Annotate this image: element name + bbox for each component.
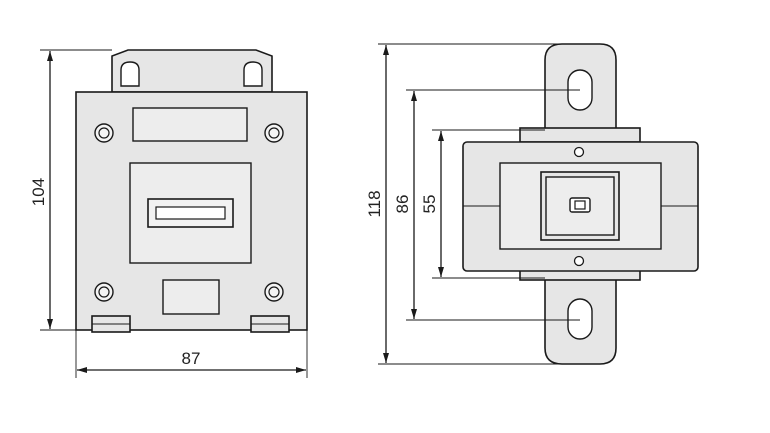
dimension-label-55: 55 [420, 195, 439, 214]
front-view: 104 87 [29, 49, 308, 378]
label-plate [132, 107, 248, 142]
center-hole [569, 197, 591, 213]
dimension-104: 104 [29, 49, 112, 331]
lower-slot [567, 298, 593, 340]
hole-icon [573, 255, 585, 267]
dimension-86: 86 [393, 89, 580, 321]
dimension-label-104: 104 [29, 178, 48, 206]
bottom-clip-right [250, 315, 290, 333]
dimension-label-86: 86 [393, 195, 412, 214]
screw-icon [264, 282, 284, 302]
dimension-55: 55 [420, 129, 545, 279]
bottom-clip-left [91, 315, 131, 333]
screw-icon [94, 282, 114, 302]
dimension-118: 118 [365, 43, 580, 365]
dimension-label-118: 118 [365, 190, 384, 217]
screw-icon [264, 123, 284, 143]
hole-icon [573, 146, 585, 158]
dimension-87: 87 [75, 330, 308, 378]
bottom-plate [162, 279, 220, 315]
screw-icon [94, 123, 114, 143]
dimension-label-87: 87 [182, 349, 201, 368]
side-view: 118 86 55 [365, 43, 699, 365]
top-bracket [111, 49, 273, 93]
